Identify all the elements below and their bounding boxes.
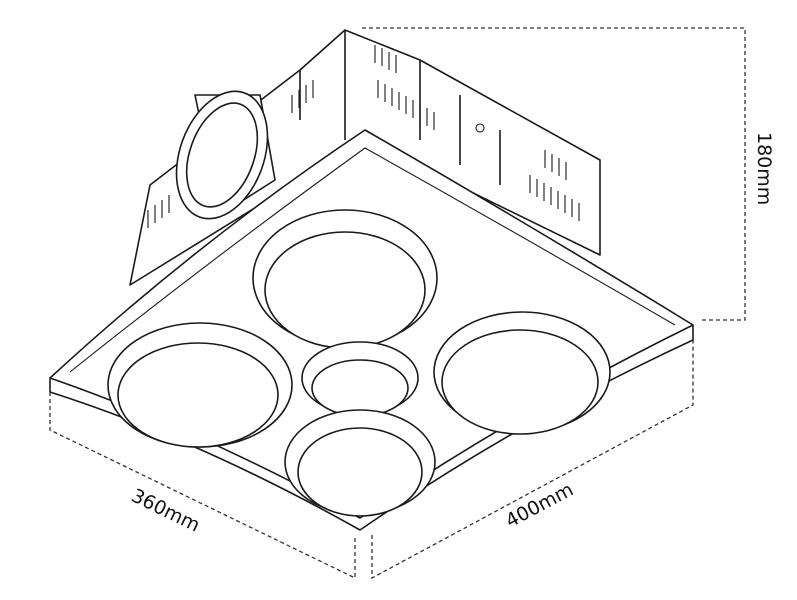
fan-duct — [175, 90, 276, 220]
depth-dimension-label: 360mm — [128, 485, 204, 537]
lamp-left — [107, 322, 293, 448]
lamps — [107, 209, 611, 517]
height-dimension-label: 180mm — [753, 132, 775, 205]
lamp-center — [301, 341, 419, 417]
lamp-bottom — [284, 409, 436, 517]
width-dimension-label: 400mm — [502, 479, 577, 533]
lamp-right — [433, 311, 611, 435]
dimension-lines — [49, 27, 746, 580]
lamp-top — [252, 209, 438, 349]
